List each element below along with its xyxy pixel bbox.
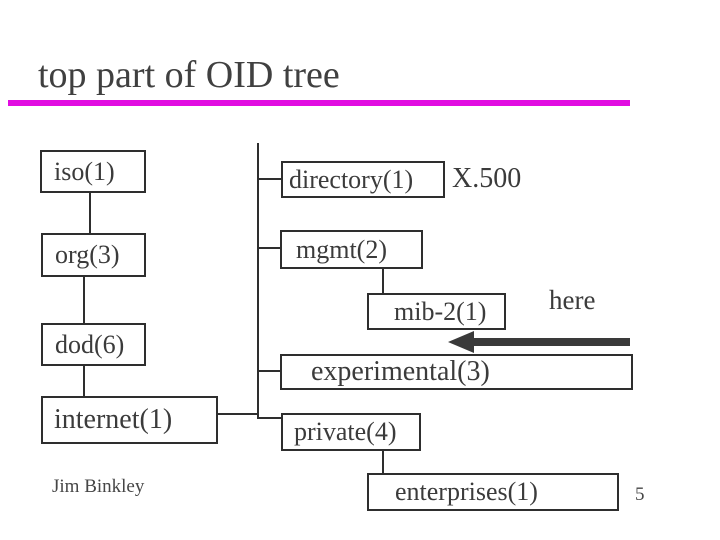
connector-dod-internet (83, 365, 85, 397)
footer-author: Jim Binkley (52, 476, 145, 497)
node-experimental: experimental(3) (280, 354, 633, 390)
here-arrow-shaft (472, 338, 630, 346)
here-arrow (448, 331, 630, 353)
connector-mgmt-mib2 (382, 267, 384, 294)
connector-trunk-private (257, 417, 282, 419)
connector-trunk-mgmt (257, 247, 281, 249)
node-enterprises: enterprises(1) (367, 473, 619, 511)
node-directory: directory(1) (281, 161, 445, 198)
node-mib-2: mib-2(1) (367, 293, 506, 330)
node-dod: dod(6) (41, 323, 146, 366)
connector-internet-trunk (216, 413, 258, 415)
node-iso: iso(1) (40, 150, 146, 193)
page-title: top part of OID tree (38, 54, 340, 96)
x500-label: X.500 (452, 163, 522, 194)
node-mgmt: mgmt(2) (280, 230, 423, 269)
connector-private-enterprises (382, 450, 384, 474)
node-internet: internet(1) (41, 396, 218, 444)
connector-org-dod (83, 276, 85, 324)
connector-iso-org (89, 192, 91, 234)
title-underline (8, 100, 630, 106)
here-arrow-head-icon (448, 331, 474, 353)
connector-trunk (257, 143, 259, 419)
connector-trunk-experimental (257, 370, 281, 372)
page-number: 5 (635, 484, 645, 505)
here-label: here (549, 285, 596, 315)
node-private: private(4) (281, 413, 421, 451)
node-org: org(3) (41, 233, 146, 277)
connector-trunk-directory (257, 178, 282, 180)
